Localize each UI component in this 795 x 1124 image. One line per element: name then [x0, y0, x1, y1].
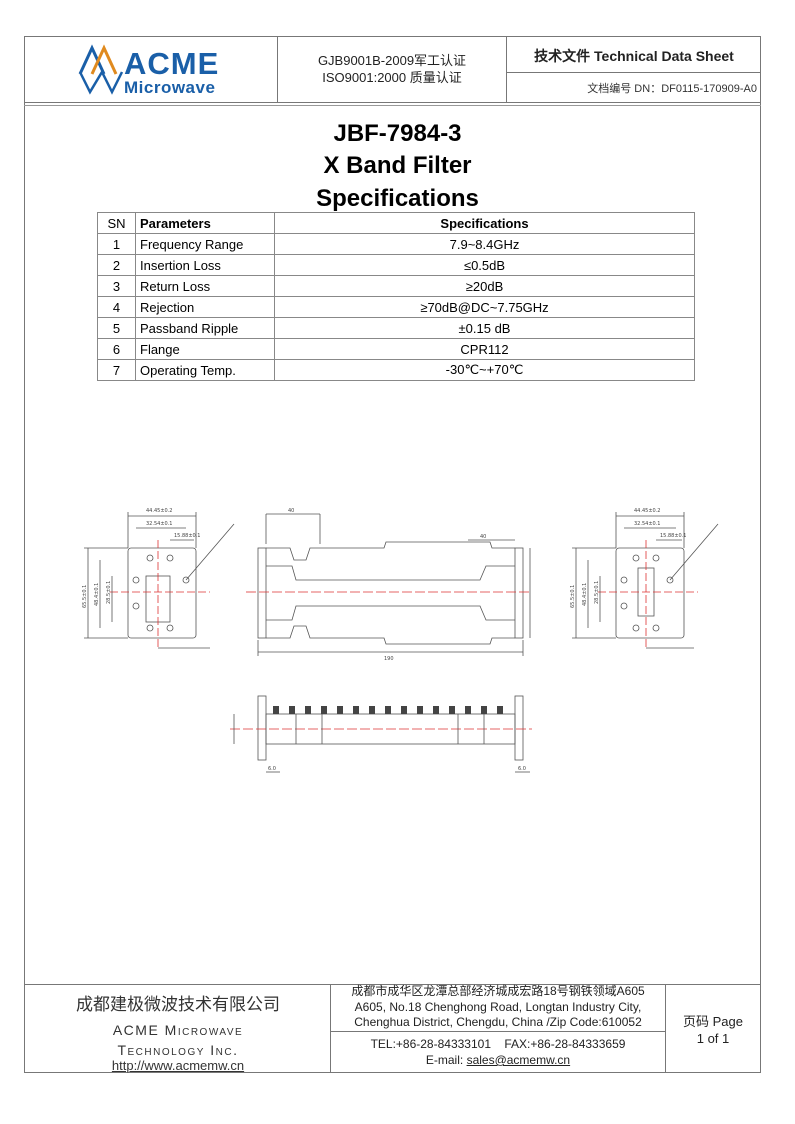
dim-width-right: 40: [480, 534, 486, 540]
dim-48-right: 48.4±0.1: [582, 583, 588, 606]
row-param: Flange: [135, 338, 275, 360]
dim-48-left: 48.4±0.1: [94, 583, 100, 606]
model-title: JBF-7984-3: [333, 120, 462, 147]
row-value: ±0.15 dB: [274, 317, 695, 339]
dim-6-right: 6.0: [518, 766, 526, 772]
page-frame: [24, 36, 761, 1073]
company-name-en: ACME Microwave Technology Inc.: [26, 1020, 330, 1060]
spec-table-header: SN Parameters Specifications: [97, 212, 695, 234]
phone-fax: TEL:+86-28-84333101 FAX:+86-28-84333659: [370, 1037, 626, 1051]
acme-logo-icon: [78, 44, 124, 95]
flange-view-left: [84, 512, 235, 650]
company-address: 成都市成华区龙潭总部经济城成宏路18号钢铁领域A605 A605, No.18 …: [331, 984, 665, 1031]
footer-divider: [24, 984, 761, 985]
document-type: 技术文件 Technical Data Sheet: [534, 48, 734, 64]
dim-32-right: 32.54±0.1: [634, 521, 660, 527]
dim-65-right: 65.5±0.1: [570, 585, 576, 608]
row-sn: 1: [97, 233, 136, 255]
header-divider: [24, 102, 761, 103]
company-url-link[interactable]: http://www.acmemw.cn: [111, 1058, 245, 1073]
row-sn: 5: [97, 317, 136, 339]
row-param: Passband Ripple: [135, 317, 275, 339]
dim-15-left: 15.88±0.1: [174, 533, 200, 539]
row-param: Frequency Range: [135, 233, 275, 255]
address-cn: 成都市成华区龙潭总部经济城成宏路18号钢铁领域A605: [351, 984, 645, 998]
row-value: ≥70dB@DC~7.75GHz: [274, 296, 695, 318]
row-param: Return Loss: [135, 275, 275, 297]
email-line: E-mail: sales@acmemw.cn: [331, 1052, 665, 1068]
row-param: Operating Temp.: [135, 359, 275, 381]
section-title: Specifications: [316, 185, 479, 212]
col-parameters: Parameters: [135, 212, 275, 234]
logo-subname: Microwave: [124, 78, 216, 97]
dim-32-left: 32.54±0.1: [146, 521, 172, 527]
address-en-line1: A605, No.18 Chenghong Road, Longtan Indu…: [354, 999, 642, 1014]
col-sn: SN: [97, 212, 136, 234]
dim-width: 40: [288, 508, 294, 514]
address-en-line2: Chenghua District, Chengdu, China /Zip C…: [354, 1015, 642, 1029]
row-sn: 7: [97, 359, 136, 381]
product-title: X Band Filter: [323, 152, 472, 179]
page-number: 1 of 1: [696, 1031, 730, 1046]
dim-15-right: 15.88±0.1: [660, 533, 686, 539]
row-sn: 2: [97, 254, 136, 276]
row-sn: 6: [97, 338, 136, 360]
dim-65-left: 65.5±0.1: [82, 585, 88, 608]
company-name-en-line1: ACME Microwave: [112, 1022, 244, 1038]
acme-logo: ACME Microwave: [78, 42, 238, 100]
row-param: Insertion Loss: [135, 254, 275, 276]
cert-line-gjb: GJB9001B-2009军工认证: [317, 53, 467, 68]
cert-line-iso: ISO9001:2000 质量认证: [322, 70, 462, 85]
row-value: -30℃~+70℃: [274, 359, 695, 381]
dim-length: 190: [384, 656, 394, 662]
document-number: 文档编号 DN：DF0115-170909-A0: [587, 83, 757, 95]
dim-44-left: 44.45±0.2: [146, 508, 172, 514]
row-value: CPR112: [274, 338, 695, 360]
row-value: ≥20dB: [274, 275, 695, 297]
flange-view-right: [572, 512, 719, 650]
dim-28-left: 28.5±0.1: [106, 581, 112, 604]
company-name-cn: 成都建极微波技术有限公司: [76, 995, 280, 1014]
row-param: Rejection: [135, 296, 275, 318]
filter-side-view: [246, 513, 532, 656]
dim-44-right: 44.45±0.2: [634, 508, 660, 514]
email-link[interactable]: sales@acmemw.cn: [466, 1053, 571, 1067]
row-value: 7.9~8.4GHz: [274, 233, 695, 255]
tuning-screws: [273, 706, 503, 714]
dim-6-left: 6.0: [268, 766, 276, 772]
email-label: E-mail:: [425, 1053, 467, 1067]
company-name-en-line2: Technology Inc.: [117, 1042, 239, 1058]
dim-28-right: 28.5±0.1: [594, 581, 600, 604]
row-sn: 4: [97, 296, 136, 318]
row-sn: 3: [97, 275, 136, 297]
row-value: ≤0.5dB: [274, 254, 695, 276]
col-specifications: Specifications: [274, 212, 695, 234]
certification-block: GJB9001B-2009军工认证 ISO9001:2000 质量认证: [278, 52, 506, 86]
mechanical-drawing: 44.45±0.2 32.54±0.1 15.88±0.1 65.5±0.1 4…: [82, 508, 719, 773]
contact-info: TEL:+86-28-84333101 FAX:+86-28-84333659 …: [331, 1036, 665, 1068]
logo-name: ACME: [124, 46, 220, 81]
page-label: 页码 Page: [683, 1014, 743, 1029]
page-indicator: 页码 Page 1 of 1: [665, 1013, 761, 1047]
